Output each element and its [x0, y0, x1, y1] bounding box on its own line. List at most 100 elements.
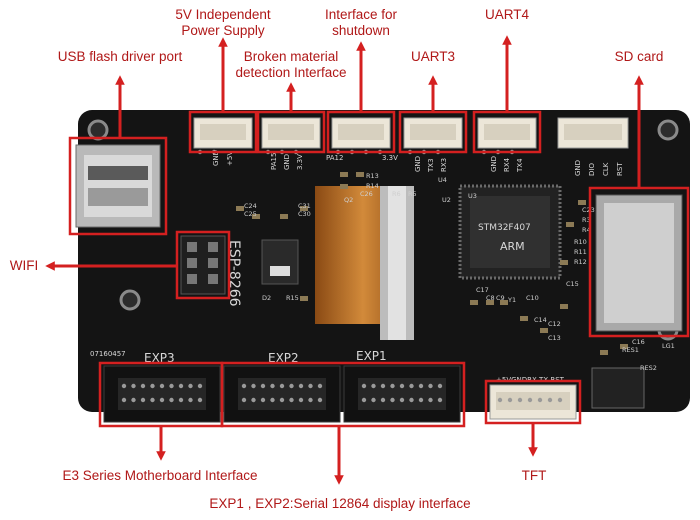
- pin-dot: [188, 397, 193, 403]
- highlight-exp2-exp1: [220, 361, 466, 428]
- pin-dot: [390, 383, 395, 389]
- pin-dot: [197, 383, 203, 389]
- smd-part: [540, 328, 548, 333]
- header-exp1: [343, 365, 461, 423]
- refdes-text: C10: [526, 294, 539, 302]
- pin-dot: [270, 383, 275, 389]
- pin-dot: [308, 383, 313, 389]
- silk-pin: GND: [414, 156, 422, 172]
- silk-pin: RX3: [440, 158, 448, 172]
- pin-dot: [527, 397, 533, 403]
- smd-part: [486, 300, 494, 305]
- pin-dot: [197, 397, 203, 403]
- refdes-text: R14: [366, 182, 379, 190]
- label-uart3: UART3: [410, 49, 455, 64]
- connector-shutdown: [331, 117, 391, 149]
- refdes-text: R11: [574, 248, 587, 256]
- pin-dot: [547, 397, 553, 403]
- pin-dot: [140, 383, 146, 389]
- connector-broken-material: [261, 117, 321, 149]
- refdes-text: C13: [548, 334, 561, 342]
- pin-dot: [298, 383, 304, 389]
- refdes-text: R13: [366, 172, 379, 180]
- silk-pin: RX4: [503, 157, 511, 172]
- pin-dot: [178, 397, 184, 403]
- label-broken: Broken material detection Interface: [218, 49, 364, 81]
- refdes-text: C15: [566, 280, 579, 288]
- label-exp: EXP1 , EXP2:Serial 12864 display interfa…: [209, 496, 471, 511]
- smd-part: [300, 206, 308, 211]
- refdes-text: C31: [298, 202, 311, 210]
- pin-dot: [289, 397, 294, 403]
- smd-components: [236, 172, 628, 355]
- mount-hole: [657, 119, 679, 141]
- refdes-text: RES1: [622, 346, 639, 354]
- refdes-text: C30: [298, 210, 311, 218]
- silk-pin: TX3: [427, 158, 435, 173]
- silk-pin: GND: [283, 154, 291, 170]
- smd-part: [470, 300, 478, 305]
- pin-dot: [289, 383, 294, 389]
- smd-part: [252, 214, 260, 219]
- pin-dot: [270, 397, 275, 403]
- pin-dot: [409, 397, 414, 403]
- refdes-text: RES2: [640, 364, 657, 372]
- pin-dot: [298, 397, 304, 403]
- silk-pin: GND: [574, 160, 582, 176]
- refdes-text: U2: [442, 196, 451, 204]
- pin-dot: [308, 397, 313, 403]
- pin-dot: [140, 397, 146, 403]
- pin-dot: [251, 397, 256, 403]
- smd-part: [236, 206, 244, 211]
- refdes-text: C8: [486, 294, 495, 302]
- smd-part: [520, 316, 528, 321]
- connector-power: [193, 117, 253, 149]
- pin-dot: [260, 397, 266, 403]
- silk-pin: RST: [616, 162, 624, 176]
- label-broken-line1: Broken material: [243, 49, 339, 64]
- pin-dot: [418, 397, 424, 403]
- refdes-text: C24: [244, 202, 257, 210]
- silk-pin: DIO: [588, 163, 596, 176]
- refdes-text: C23: [582, 206, 595, 214]
- pin-dot: [399, 397, 405, 403]
- refdes-text: C17: [476, 286, 489, 294]
- smd-part: [620, 344, 628, 349]
- refdes-text: U4: [438, 176, 447, 184]
- silk-pin: CLK: [602, 162, 610, 176]
- refdes-text: R15: [286, 294, 299, 302]
- smd-part: [566, 222, 574, 227]
- label-sdcard: SD card: [614, 49, 664, 64]
- silk-pin: PA15: [270, 153, 278, 170]
- connector-sd-extra: [557, 117, 629, 149]
- smd-part: [560, 304, 568, 309]
- silk-pin: 3.3V: [382, 154, 398, 162]
- pin-dot: [178, 383, 184, 389]
- pin-dot: [150, 383, 155, 389]
- silk-pin: GND: [212, 150, 220, 166]
- pin-dot: [279, 383, 285, 389]
- refdes-text: R5: [408, 190, 417, 198]
- refdes-text: C16: [632, 338, 645, 346]
- pin-dot: [317, 383, 323, 389]
- silk-pin: 3.3V: [296, 154, 304, 170]
- voltage-regulator: [261, 239, 299, 285]
- label-usb: USB flash driver port: [57, 49, 183, 64]
- pin-dot: [131, 383, 136, 389]
- label-broken-line2: detection Interface: [235, 65, 347, 80]
- pin-dot: [159, 397, 165, 403]
- refdes-text: C26: [360, 190, 373, 198]
- pin-dot: [260, 383, 266, 389]
- refdes-text: R6: [392, 190, 401, 198]
- pin-dot: [371, 383, 376, 389]
- silk-pin: GND: [490, 156, 498, 172]
- mount-hole: [119, 289, 141, 311]
- pin-dot: [380, 397, 386, 403]
- refdes-text: R4: [582, 226, 591, 234]
- pin-dot: [437, 397, 443, 403]
- smd-part: [356, 172, 364, 177]
- pin-dot: [121, 383, 127, 389]
- pin-dot: [428, 397, 433, 403]
- smd-part: [600, 350, 608, 355]
